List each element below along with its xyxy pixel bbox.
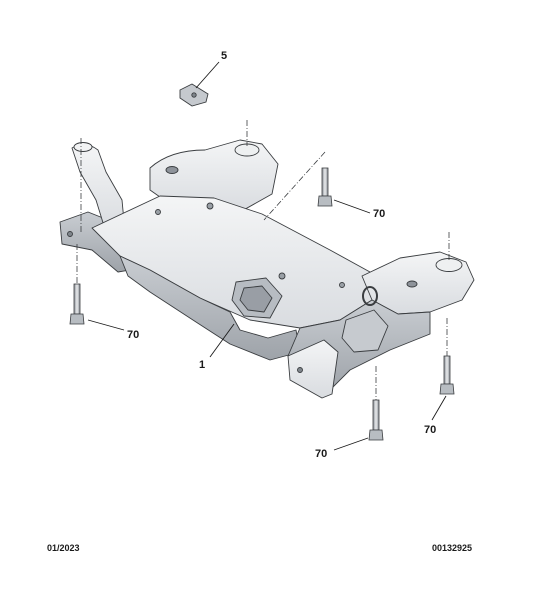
footer-reference: 00132925 bbox=[432, 543, 473, 553]
bolt-left-shank bbox=[73, 283, 81, 315]
subframe-part-1 bbox=[59, 139, 475, 399]
top-hole-1 bbox=[206, 202, 214, 210]
right-rear-mount bbox=[435, 258, 463, 272]
callout-70-left: 70 bbox=[127, 329, 139, 341]
callout-5: 5 bbox=[221, 50, 227, 62]
bolt-right-shank bbox=[443, 355, 451, 385]
left-arm-mount bbox=[73, 142, 93, 152]
center-pocket-inner bbox=[239, 285, 273, 313]
top-hole-3 bbox=[278, 272, 286, 280]
leader-bolt-front bbox=[333, 437, 369, 451]
callout-70-front: 70 bbox=[315, 448, 327, 460]
right-mount-hole bbox=[406, 280, 418, 288]
link-ring bbox=[362, 286, 378, 306]
leader-5 bbox=[195, 61, 220, 89]
footer-date: 01/2023 bbox=[47, 543, 80, 553]
clip-hole bbox=[191, 92, 197, 98]
bolt-front-head bbox=[368, 429, 384, 441]
bolt-front-shank bbox=[372, 399, 380, 431]
leader-1 bbox=[209, 323, 235, 358]
leader-bolt-left bbox=[87, 319, 125, 331]
link-bracket bbox=[341, 309, 389, 353]
bolt-rear-head bbox=[317, 195, 333, 207]
main-top-surface bbox=[91, 195, 373, 329]
axis-rear-bolt bbox=[263, 151, 326, 221]
bolt-right-head bbox=[439, 383, 455, 395]
leader-lines bbox=[87, 61, 447, 451]
callout-70-right: 70 bbox=[424, 424, 436, 436]
rear-mount-hole bbox=[165, 166, 179, 174]
top-hole-4 bbox=[339, 282, 345, 288]
callout-70-rear: 70 bbox=[373, 208, 385, 220]
leader-bolt-rear bbox=[333, 199, 371, 214]
right-front-plate bbox=[287, 339, 339, 399]
top-hole-2 bbox=[155, 209, 161, 215]
bolt-left-shape bbox=[69, 283, 85, 325]
alignment-axes bbox=[76, 120, 450, 400]
bolt-rear-shank bbox=[321, 167, 329, 197]
front-hole-2 bbox=[297, 367, 303, 373]
clip-part-5 bbox=[179, 83, 209, 107]
front-hole-1 bbox=[67, 231, 73, 237]
leader-bolt-right bbox=[431, 395, 447, 421]
bolt-front-shape bbox=[368, 399, 384, 441]
bolt-right-shape bbox=[439, 355, 455, 395]
callout-1: 1 bbox=[199, 359, 205, 371]
bolt-left-head bbox=[69, 313, 85, 325]
bolt-rear-shape bbox=[317, 167, 333, 207]
